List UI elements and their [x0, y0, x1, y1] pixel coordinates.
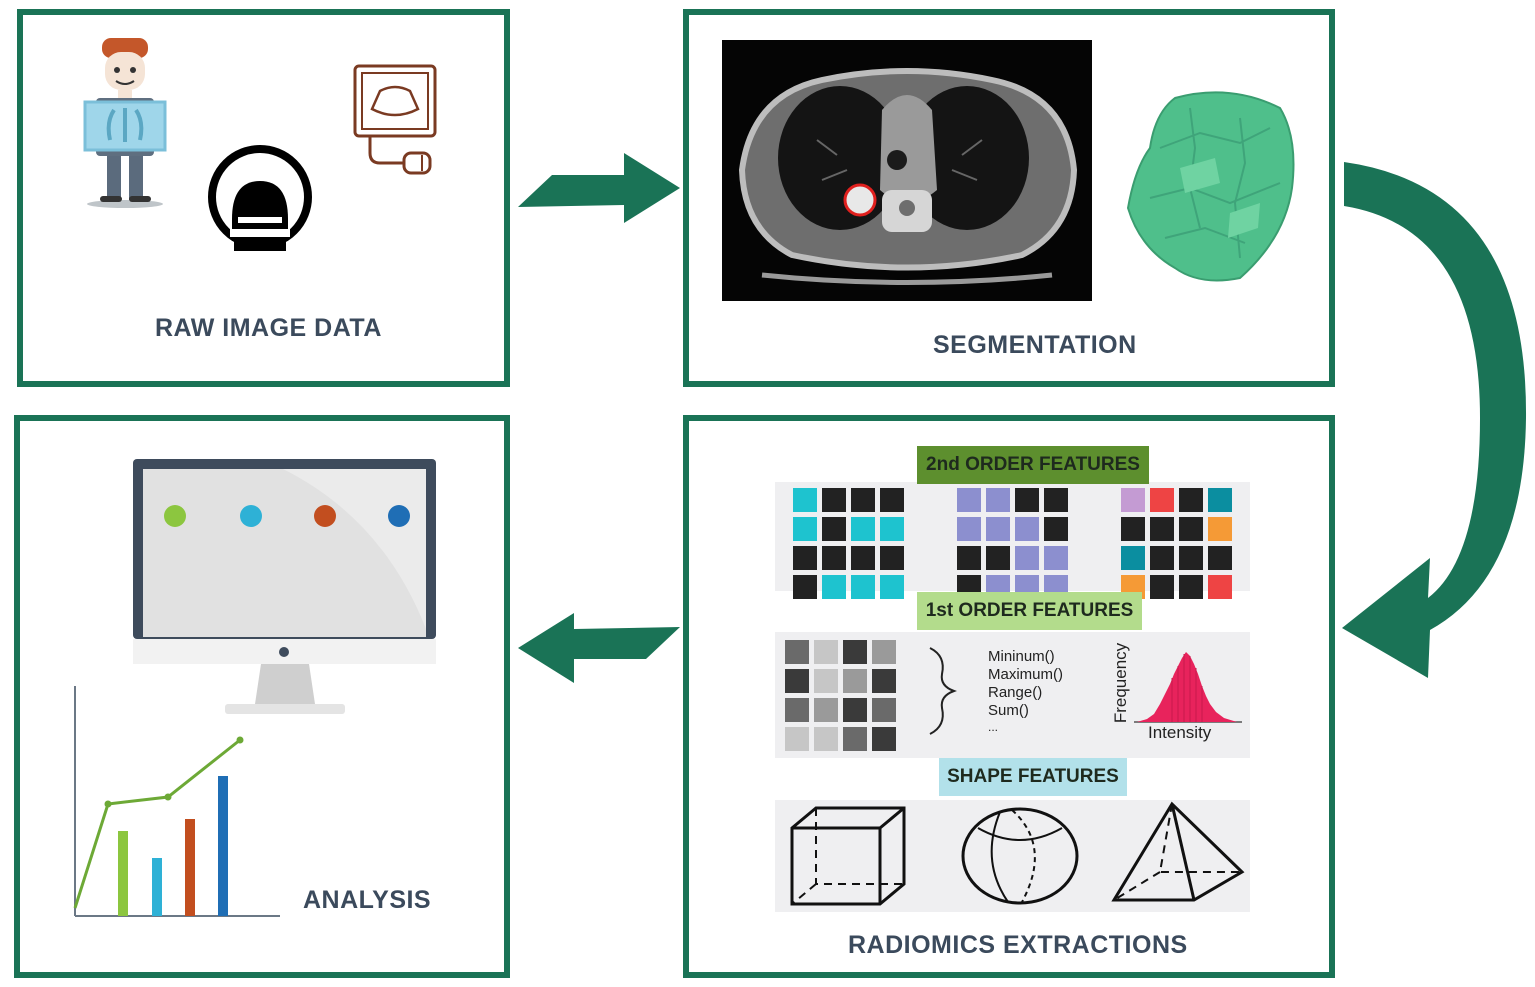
histogram-ylabel: Frequency — [1111, 642, 1131, 724]
matrix-cell — [793, 517, 817, 541]
tumor-3d-mesh — [1126, 91, 1295, 282]
matrix-cell — [1179, 546, 1203, 570]
matrix-cell — [1044, 546, 1068, 570]
first-order-features-label: 1st ORDER FEATURES — [917, 592, 1142, 630]
raw-image-data-title: RAW IMAGE DATA — [155, 314, 382, 342]
matrix-cell — [986, 546, 1010, 570]
matrix-cell — [1044, 488, 1068, 512]
ultrasound-icon — [353, 64, 437, 175]
stat-range: Range() — [988, 684, 1043, 701]
matrix-cell — [814, 698, 838, 722]
shape-band-bg — [775, 800, 1250, 912]
matrix-cell — [785, 698, 809, 722]
matrix-cell — [872, 698, 896, 722]
matrix-cell — [1208, 575, 1232, 599]
matrix-cell — [851, 546, 875, 570]
matrix-cell — [872, 727, 896, 751]
matrix-cell — [785, 727, 809, 751]
radiomics-extractions-title: RADIOMICS EXTRACTIONS — [848, 931, 1188, 959]
ct-scan-image — [722, 40, 1092, 301]
mri-scanner-icon — [208, 145, 312, 251]
second-order-features-label: 2nd ORDER FEATURES — [917, 446, 1149, 484]
matrix-cell — [785, 640, 809, 664]
intensity-histogram — [1134, 652, 1242, 723]
arrow-left-icon — [518, 613, 680, 683]
matrix-cell — [814, 669, 838, 693]
curved-arrow-icon — [1342, 162, 1527, 678]
matrix-cell — [1121, 517, 1145, 541]
matrix-cell — [793, 575, 817, 599]
curly-brace-icon — [929, 647, 957, 735]
matrix-cell — [1015, 517, 1039, 541]
arrow-right-icon — [518, 153, 680, 223]
matrix-cell — [851, 488, 875, 512]
matrix-cell — [822, 488, 846, 512]
first-order-matrix — [785, 640, 896, 751]
matrix-cell — [785, 669, 809, 693]
matrix-cell — [843, 727, 867, 751]
matrix-cell — [851, 517, 875, 541]
matrix-cell — [1208, 546, 1232, 570]
matrix-cell — [793, 546, 817, 570]
stat-maximum: Maximum() — [988, 666, 1063, 683]
sphere-icon — [961, 807, 1079, 905]
matrix-cell — [872, 669, 896, 693]
cube-icon — [790, 806, 906, 906]
matrix-cell — [880, 517, 904, 541]
matrix-cell — [851, 575, 875, 599]
shape-features-label: SHAPE FEATURES — [939, 758, 1127, 796]
matrix-cell — [843, 698, 867, 722]
matrix-cell — [822, 517, 846, 541]
matrix-cell — [814, 727, 838, 751]
second-order-matrices — [793, 488, 1232, 599]
segmentation-title: SEGMENTATION — [933, 331, 1137, 359]
matrix-cell — [880, 575, 904, 599]
stat-more: ... — [988, 720, 999, 734]
matrix-cell — [822, 575, 846, 599]
matrix-cell — [1150, 546, 1174, 570]
matrix-cell — [957, 488, 981, 512]
monitor-icon — [133, 459, 436, 714]
matrix-cell — [957, 546, 981, 570]
matrix-cell — [1150, 517, 1174, 541]
stat-minimum: Mininum() — [988, 648, 1055, 665]
pyramid-icon — [1111, 801, 1245, 902]
matrix-cell — [814, 640, 838, 664]
matrix-cell — [1015, 488, 1039, 512]
matrix-cell — [793, 488, 817, 512]
matrix-cell — [1121, 546, 1145, 570]
matrix-cell — [1015, 546, 1039, 570]
matrix-cell — [1150, 488, 1174, 512]
matrix-cell — [843, 669, 867, 693]
matrix-cell — [1121, 488, 1145, 512]
matrix-cell — [1179, 575, 1203, 599]
matrix-cell — [880, 546, 904, 570]
matrix-cell — [843, 640, 867, 664]
analysis-chart-icon — [73, 686, 280, 917]
matrix-cell — [872, 640, 896, 664]
matrix-cell — [957, 517, 981, 541]
xray-person-icon — [83, 38, 167, 208]
matrix-cell — [1179, 488, 1203, 512]
histogram-xlabel: Intensity — [1148, 723, 1212, 742]
matrix-cell — [1179, 517, 1203, 541]
matrix-cell — [986, 488, 1010, 512]
stat-sum: Sum() — [988, 702, 1029, 719]
matrix-cell — [1208, 488, 1232, 512]
matrix-cell — [1208, 517, 1232, 541]
matrix-cell — [986, 517, 1010, 541]
matrix-cell — [1150, 575, 1174, 599]
matrix-cell — [1044, 517, 1068, 541]
matrix-cell — [880, 488, 904, 512]
matrix-cell — [822, 546, 846, 570]
analysis-title: ANALYSIS — [303, 886, 432, 914]
